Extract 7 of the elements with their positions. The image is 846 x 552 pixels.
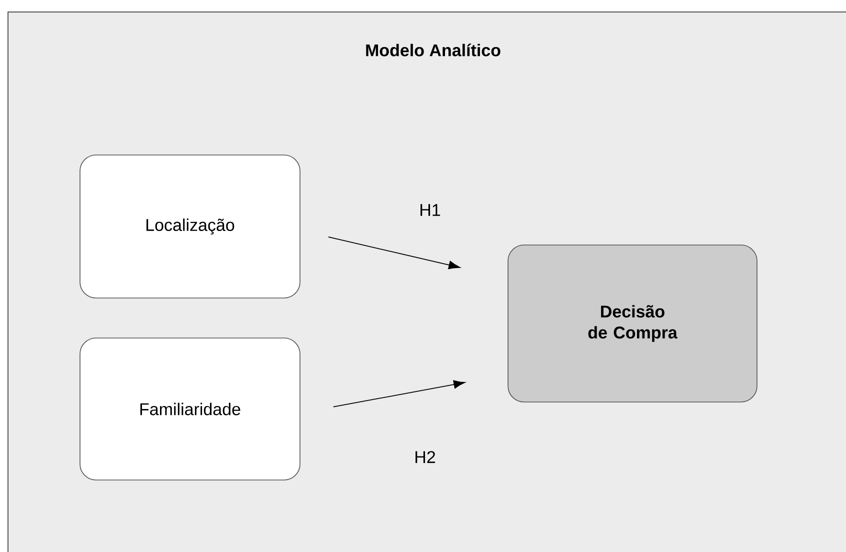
arrow xyxy=(332,380,466,408)
arrow xyxy=(328,236,460,270)
factor-box: Familiaridade xyxy=(80,338,300,480)
edge-label: H2 xyxy=(412,449,438,465)
edge-label: H1 xyxy=(417,202,443,218)
result-box: Decisão de Compra xyxy=(508,244,758,402)
factor-box: Localização xyxy=(80,154,300,298)
